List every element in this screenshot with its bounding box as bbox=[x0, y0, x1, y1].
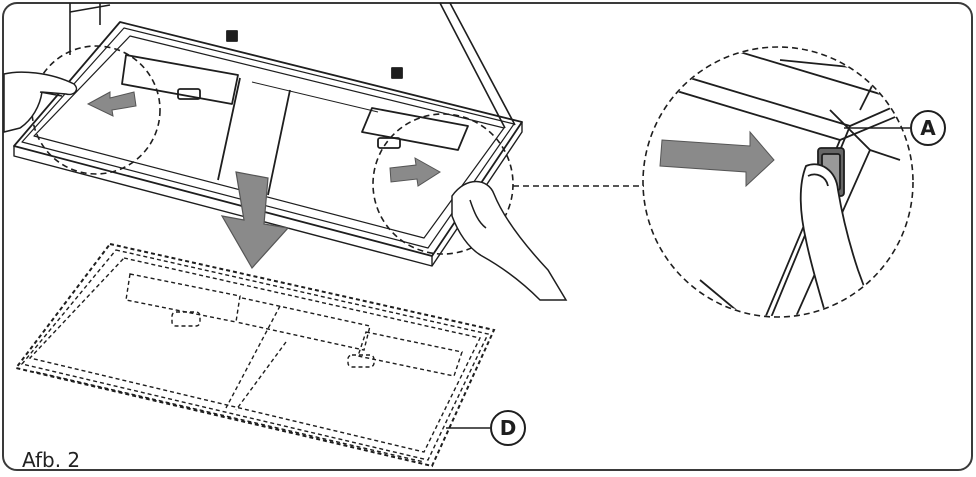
zoom-circle bbox=[642, 46, 914, 318]
push-arrow-right-icon bbox=[389, 157, 441, 187]
latch-right bbox=[377, 137, 401, 149]
detail-circle-right bbox=[372, 113, 514, 255]
zoom-detail bbox=[644, 48, 912, 316]
filter-panel-held bbox=[13, 21, 523, 267]
callout-d-label: D bbox=[500, 416, 517, 440]
callout-a-label: A bbox=[920, 116, 936, 140]
callout-d: D bbox=[446, 410, 526, 446]
latch-left bbox=[177, 88, 201, 100]
callout-a: A bbox=[844, 110, 946, 146]
push-arrow-zoom-icon bbox=[659, 130, 775, 188]
hood-body bbox=[69, 2, 516, 129]
drop-arrow-down-icon bbox=[220, 171, 290, 270]
filter-panel-target bbox=[14, 242, 496, 468]
hand-icon-left bbox=[3, 71, 78, 133]
push-arrow-left-icon bbox=[86, 91, 137, 117]
figure-caption: Afb. 2 bbox=[22, 448, 81, 472]
hand-icon-right bbox=[451, 180, 568, 301]
figure-frame bbox=[2, 2, 973, 471]
